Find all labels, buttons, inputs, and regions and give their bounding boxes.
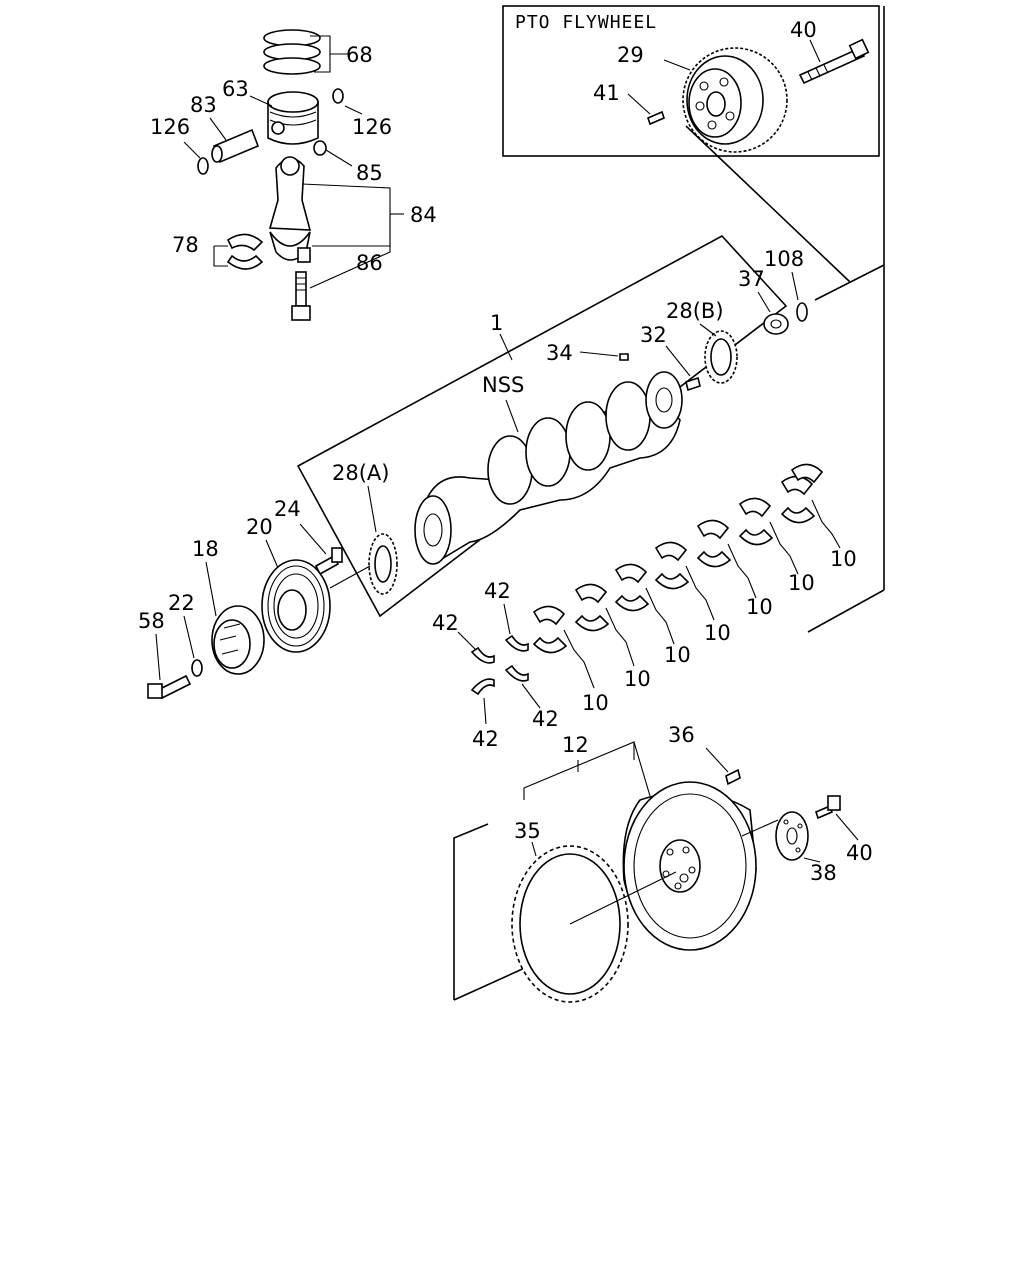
snap-ring-108 [796, 302, 808, 322]
callout-18: 18 [192, 537, 219, 561]
gear-28b [704, 330, 738, 384]
callout-1: 1 [490, 311, 503, 335]
main-bearing-7 [780, 475, 841, 549]
main-bearing-6 [738, 497, 799, 575]
callout-108: 108 [764, 247, 804, 271]
callout-10-b: 10 [624, 667, 651, 691]
crankshaft-group-frame [296, 234, 788, 618]
callout-40: 40 [846, 841, 873, 865]
conrod-bolt [291, 271, 311, 321]
callout-10-f: 10 [788, 571, 815, 595]
snap-ring-right [332, 88, 344, 104]
callout-37: 37 [738, 267, 765, 291]
callout-nss: NSS [482, 373, 524, 397]
main-bearing-1 [532, 605, 595, 689]
callout-126-left: 126 [150, 115, 190, 139]
piston [267, 91, 319, 145]
flywheel-side-frame [453, 823, 489, 1000]
main-bearing-5 [696, 519, 757, 599]
dowel-36 [725, 768, 741, 786]
damper-pulley-20 [261, 559, 331, 653]
callout-78: 78 [172, 233, 199, 257]
callout-85: 85 [356, 161, 383, 185]
callout-10-g: 10 [830, 547, 857, 571]
bearing-37 [763, 313, 789, 335]
callout-84: 84 [410, 203, 437, 227]
pto-pin [647, 110, 665, 126]
callout-126-right: 126 [352, 115, 392, 139]
callout-20: 20 [246, 515, 273, 539]
crank-pin-34 [619, 353, 629, 361]
bolt-40 [815, 795, 841, 820]
callout-28b: 28(B) [666, 299, 724, 323]
thrust-washers-42 [470, 634, 529, 696]
callout-10-a: 10 [582, 691, 609, 715]
callout-42-b: 42 [484, 579, 511, 603]
conrod-bearing [213, 233, 264, 270]
flywheel [622, 781, 757, 951]
pto-gear [682, 47, 788, 153]
main-bearing-2 [574, 583, 635, 667]
callout-38: 38 [810, 861, 837, 885]
callout-42-a: 42 [432, 611, 459, 635]
plate-38 [775, 811, 809, 861]
piston-pin [211, 128, 260, 164]
gear-28a [368, 533, 398, 595]
piston-rings [263, 29, 348, 75]
callout-58: 58 [138, 609, 165, 633]
callout-42-d: 42 [472, 727, 499, 751]
callout-29: 29 [617, 43, 644, 67]
main-bearing-3 [614, 563, 675, 645]
callout-36: 36 [668, 723, 695, 747]
callout-24: 24 [274, 497, 301, 521]
main-bearing-4 [654, 541, 715, 621]
pto-flywheel-inset: PTO FLYWHEEL 29 40 41 [502, 5, 880, 157]
washer-22 [191, 659, 203, 677]
bolt-24 [314, 547, 343, 576]
bolt-58 [147, 674, 192, 700]
callout-35: 35 [514, 819, 541, 843]
callout-86: 86 [356, 251, 383, 275]
crankshaft [414, 371, 683, 565]
inset-title: PTO FLYWHEEL [515, 12, 657, 33]
snap-ring-left [197, 157, 209, 175]
callout-34: 34 [546, 341, 573, 365]
callout-10-e: 10 [746, 595, 773, 619]
callout-68: 68 [346, 43, 373, 67]
pulley-hub-18 [211, 605, 265, 675]
callout-12: 12 [562, 733, 589, 757]
callout-10-d: 10 [704, 621, 731, 645]
callout-10-c: 10 [664, 643, 691, 667]
callout-42-c: 42 [532, 707, 559, 731]
callout-32: 32 [640, 323, 667, 347]
key-32 [685, 376, 701, 392]
callout-28a: 28(A) [332, 461, 389, 485]
main-bearing-8 [790, 463, 824, 484]
callout-40-inset: 40 [790, 18, 817, 42]
conrod [268, 140, 327, 263]
callout-22: 22 [168, 591, 195, 615]
callout-83: 83 [190, 93, 217, 117]
callout-63: 63 [222, 77, 249, 101]
callout-41: 41 [593, 81, 620, 105]
pto-bolt [798, 38, 870, 85]
flywheel-group-bracket [523, 741, 635, 800]
